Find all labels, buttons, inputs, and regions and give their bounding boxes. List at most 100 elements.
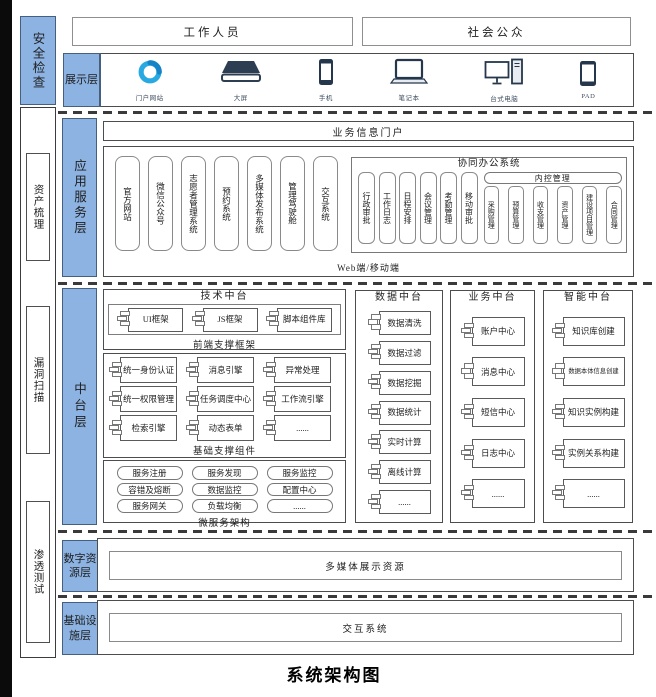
micro-item: 数据监控 [191,482,258,496]
base-item: 工作流引擎 [263,386,340,412]
device-bigscreen: 大屏 [219,58,263,102]
intelligent-item: 知识库创建 [551,316,625,346]
stack-icon [191,311,205,328]
ic-item: 建设项目管理 [581,186,598,244]
phone-icon [318,58,334,91]
data-item: 数据统计 [367,400,431,425]
stack-icon [263,390,276,408]
layer-separator [58,282,652,285]
base-item: 消息引擎 [186,357,263,383]
system-multimedia: 多媒体发布系统 [247,156,272,251]
intelligent-item: 实例关系构建 [551,438,625,468]
app-systems: 官方网站 微信公众号 志愿者管理系统 预约系统 多媒体发布系统 管理驾驶舱 交互… [115,156,348,252]
security-check-header: 安全检查 [20,16,56,105]
tech-item-ui: UI框架 [117,307,184,332]
stack-icon [265,311,279,328]
ic-item: 采购管理 [483,186,499,244]
interactive-system-box: 交互系统 [109,613,622,642]
security-items-container: 资产梳理 漏洞扫描 渗透测试 [20,107,56,658]
stack-icon [117,311,131,328]
stack-icon [551,444,565,462]
business-platform-title: 业务中台 [468,292,517,303]
desktop-icon [484,58,524,92]
data-item: 数据清洗 [367,310,431,335]
resource-layer-label: 数字资源层 [62,540,98,592]
actor-staff: 工作人员 [72,17,353,46]
display-layer-row: 展示层 门户网站 大屏 [63,53,634,107]
device-desktop: 台式电脑 [484,58,524,103]
oa-item: 会议管理 [419,172,437,244]
stack-icon [460,444,474,462]
data-item: ...... [367,490,431,515]
intelligent-item: 知识实例构建 [551,397,625,427]
stack-icon [186,419,199,437]
infra-layer-box: 交互系统 [97,600,634,655]
stack-icon [109,419,122,437]
data-platform-title: 数据中台 [375,292,423,303]
oa-system-box: 协同办公系统 行政审批 工作日志 日程安排 会议管理 考勤管理 移动审批 内控管… [351,157,627,253]
device-list: 门户网站 大屏 手机 [100,54,633,106]
page-title: 系统架构图 [286,666,382,685]
micro-item: 服务监控 [266,466,333,480]
device-laptop: 笔记本 [389,58,429,102]
oa-item: 工作日志 [378,172,396,244]
stack-icon [367,374,381,391]
stack-icon [367,433,381,451]
base-item: 异常处理 [263,357,340,383]
oa-items: 行政审批 工作日志 日程安排 会议管理 考勤管理 移动审批 [358,172,478,244]
micro-item: ...... [266,499,333,513]
stack-icon [551,363,565,380]
ic-item: 预算管理 [508,186,524,244]
device-portal: 门户网站 [136,58,164,102]
stack-icon [551,322,565,340]
intelligent-platform-box: 智能中台 知识库创建 数据本体信息创建 知识实例构建 实例关系构建 ...... [543,290,633,523]
system-volunteer: 志愿者管理系统 [181,156,206,251]
stack-icon [186,361,199,379]
data-item: 数据过滤 [367,340,431,365]
stack-icon [109,361,122,379]
business-item: 短信中心 [460,397,525,427]
micro-item: 容错及熔断 [116,482,183,496]
pad-icon [579,60,597,92]
intelligent-item: ...... [551,479,625,509]
intelligent-item: 数据本体信息创建 [551,357,625,387]
business-item: ...... [460,479,525,509]
device-phone: 手机 [318,58,334,102]
micro-item: 负载均衡 [191,499,258,513]
oa-item: 行政审批 [358,172,375,244]
data-item: 数据挖掘 [367,370,431,395]
oa-item: 日程安排 [399,172,416,244]
system-dashboard: 管理驾驶舱 [280,156,305,251]
oa-system-title: 协同办公系统 [457,159,521,169]
base-components-label: 基础支撑组件 [192,447,256,457]
base-item: 统一身份认证 [109,357,186,383]
multimedia-resource-box: 多媒体展示资源 [109,551,622,580]
stack-icon [109,390,122,408]
display-layer-label: 展示层 [63,53,101,107]
stack-icon [460,403,474,421]
intelligent-platform-title: 智能中台 [564,292,612,303]
business-portal-header: 业务信息门户 [103,121,634,141]
stack-icon [551,403,565,421]
tech-platform-title: 技术中台 [200,291,249,302]
business-platform-box: 业务中台 账户中心 消息中心 短信中心 日志中心 ...... [450,290,535,523]
actor-public: 社会公众 [362,17,631,46]
oa-item: 考勤管理 [440,172,457,244]
app-layer-label: 应用服务层 [62,118,97,277]
stack-icon [186,390,199,408]
security-check-label: 安全检查 [30,31,45,90]
tech-item-script: 脚本组件库 [265,307,332,332]
infra-layer-label: 基础设施层 [62,602,98,655]
microservice-box: 服务注册 服务发现 服务监控 容错及熔断 数据监控 配置中心 服务网关 负载均衡… [103,460,346,529]
business-item: 账户中心 [460,316,525,346]
base-item: 检索引擎 [109,415,186,441]
internal-control-title: 内控管理 [483,172,622,184]
laptop-icon [389,58,429,91]
app-layer-main: 官方网站 微信公众号 志愿者管理系统 预约系统 多媒体发布系统 管理驾驶舱 交互… [103,146,634,277]
layer-separator [58,111,652,114]
stack-icon [263,361,276,379]
stack-icon [263,419,276,437]
middle-layer-label: 中台层 [62,288,97,525]
ic-item: 资产管理 [557,186,573,244]
